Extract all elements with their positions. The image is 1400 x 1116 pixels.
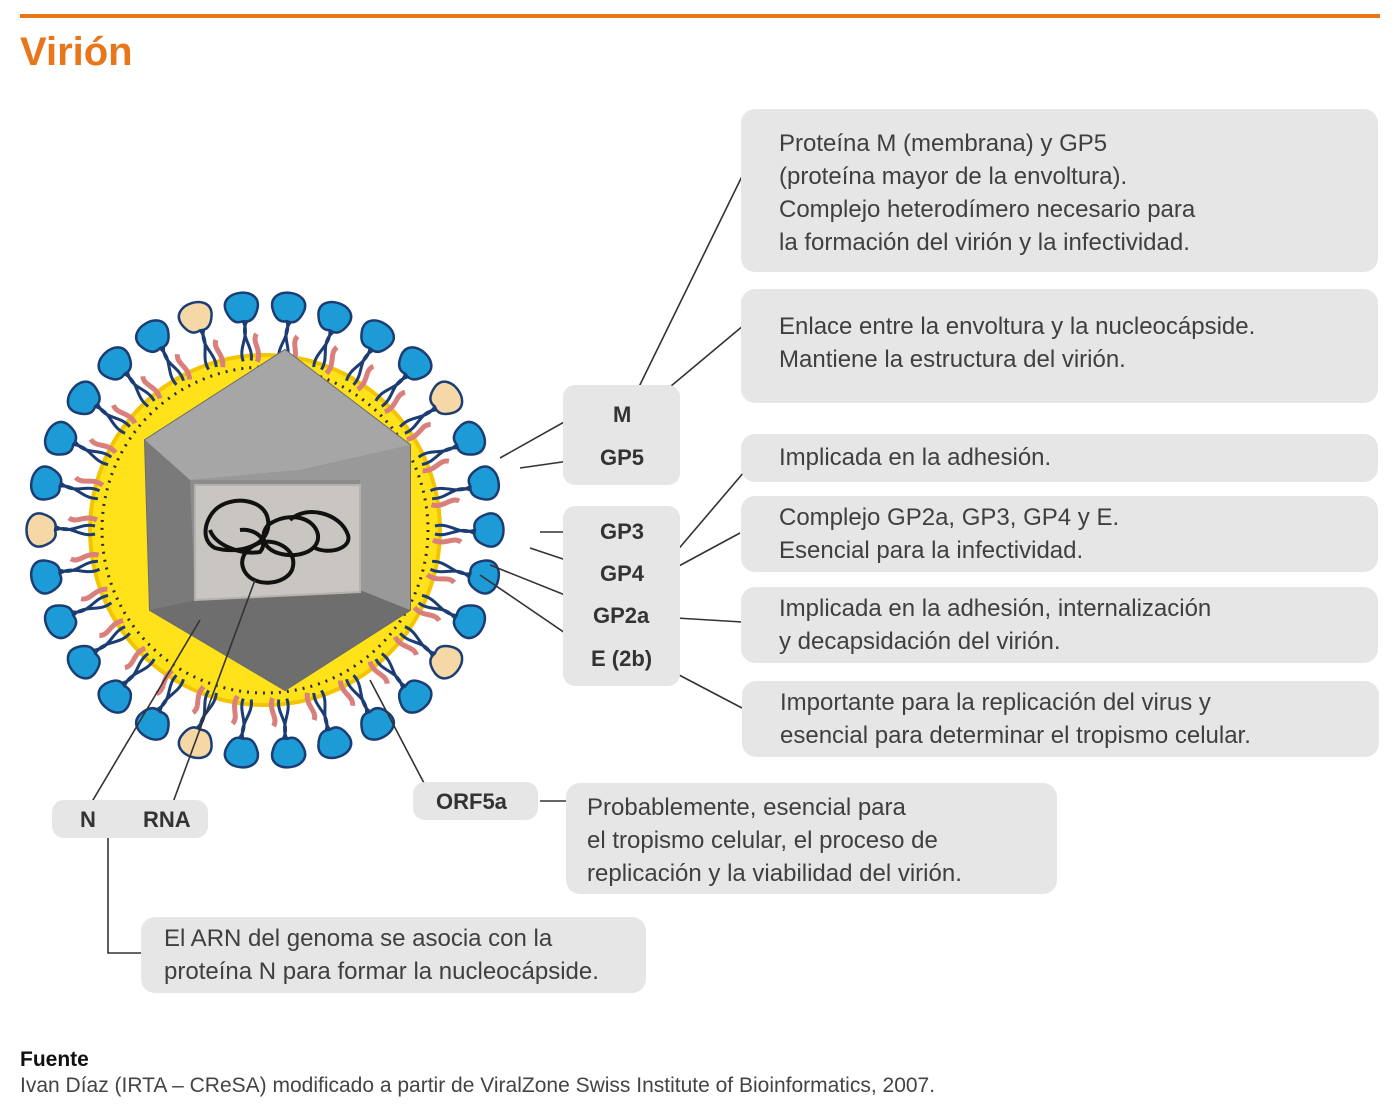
label-group-m-gp5 bbox=[563, 385, 680, 485]
spike-protein bbox=[268, 697, 307, 769]
label-e2b: E (2b) bbox=[591, 646, 653, 671]
spike-protein bbox=[412, 594, 487, 639]
spike-protein bbox=[367, 652, 433, 714]
desc-e2b: Importante para la replicación del virus… bbox=[742, 681, 1379, 757]
spike-protein bbox=[374, 346, 433, 415]
page-title: Virión bbox=[20, 30, 133, 74]
capsid bbox=[143, 348, 411, 692]
label-rna: RNA bbox=[143, 807, 191, 832]
label-group-orf5a bbox=[413, 782, 538, 820]
spike-protein bbox=[43, 586, 113, 639]
spike-protein bbox=[66, 380, 138, 435]
desc-orf5a: Probablemente, esencial para el tropismo… bbox=[566, 783, 1057, 894]
leader-n-desc bbox=[107, 838, 143, 954]
label-group-n-rna bbox=[52, 800, 208, 838]
label-gp5: GP5 bbox=[600, 445, 645, 470]
spike-protein bbox=[177, 300, 226, 371]
desc-complex: Complejo GP2a, GP3, GP4 y E. Esencial pa… bbox=[741, 496, 1378, 572]
spike-protein bbox=[223, 291, 262, 363]
desc-gp2a: Implicada en la adhesión, internalizació… bbox=[741, 587, 1378, 663]
spike-protein bbox=[29, 552, 101, 595]
spike-protein bbox=[97, 346, 163, 408]
spike-protein bbox=[135, 319, 193, 386]
spike-protein bbox=[97, 645, 156, 714]
label-gp3: GP3 bbox=[600, 519, 645, 544]
label-group-gp bbox=[563, 506, 680, 686]
spike-protein bbox=[43, 421, 118, 466]
spike-protein bbox=[345, 319, 395, 392]
desc-m-gp5: Proteína M (membrana) y GP5 (proteína ma… bbox=[741, 109, 1378, 272]
spike-protein bbox=[417, 421, 487, 474]
label-orf5a: ORF5a bbox=[436, 789, 507, 814]
label-gp4: GP4 bbox=[600, 561, 645, 586]
spike-protein bbox=[304, 689, 353, 760]
spike-protein bbox=[429, 465, 501, 508]
surface-proteins bbox=[25, 291, 505, 769]
desc-link: Enlace entre la envoltura y la nucleocáp… bbox=[741, 289, 1378, 403]
source-text: Ivan Díaz (IRTA – CReSA) modificado a pa… bbox=[20, 1074, 936, 1097]
source-heading: Fuente bbox=[20, 1048, 89, 1071]
desc-adhesion: Implicada en la adhesión. bbox=[741, 434, 1378, 482]
label-m: M bbox=[613, 402, 632, 427]
rna-genome bbox=[203, 498, 351, 585]
spike-protein bbox=[312, 300, 353, 376]
spike-protein bbox=[29, 465, 105, 501]
title-rule bbox=[20, 14, 1380, 18]
spike-protein bbox=[223, 694, 259, 769]
spike-protein bbox=[431, 512, 505, 548]
spike-protein bbox=[392, 625, 464, 680]
leader-orf5a-virus bbox=[369, 679, 426, 786]
spike-protein bbox=[271, 291, 307, 366]
leader-n-virus bbox=[89, 619, 201, 806]
label-n: N bbox=[80, 807, 96, 832]
envelope-outline bbox=[100, 365, 430, 695]
desc-rna: El ARN del genoma se asocia con la prote… bbox=[141, 917, 646, 993]
spike-protein bbox=[337, 674, 395, 741]
spike-protein bbox=[135, 668, 185, 741]
label-gp2a: GP2a bbox=[593, 603, 650, 628]
spike-protein bbox=[399, 380, 464, 442]
spike-protein bbox=[66, 618, 131, 680]
spike-protein bbox=[25, 512, 99, 548]
leader-rna-virus bbox=[171, 579, 256, 806]
leader-m-desc bbox=[633, 159, 751, 398]
